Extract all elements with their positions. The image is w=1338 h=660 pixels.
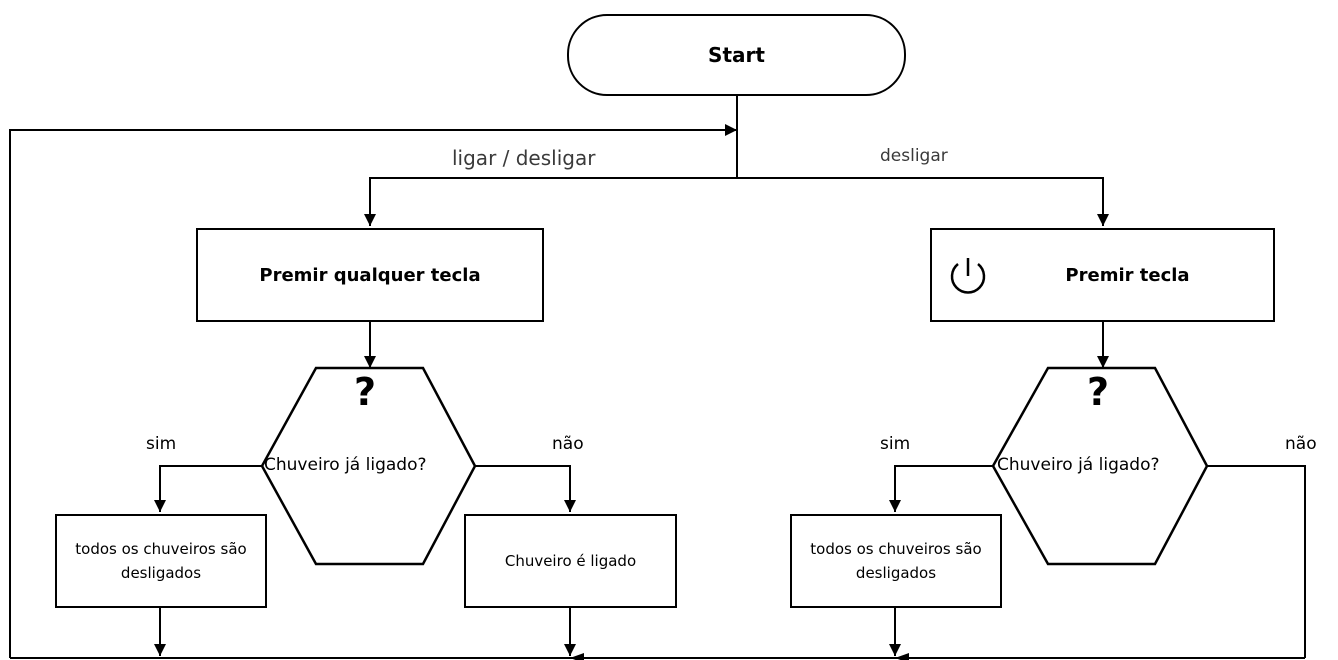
right-decision-text: Chuveiro já ligado?: [997, 455, 1160, 475]
left-action-label: Premir qualquer tecla: [259, 264, 481, 286]
right-yes-arrow: [889, 465, 993, 512]
right-no-label: não: [1285, 434, 1317, 454]
bottom-arrowhead-left: [570, 653, 584, 660]
left-yes-label: sim: [146, 434, 177, 454]
right-yes-label: sim: [880, 434, 911, 454]
bottom-arrowhead-right: [895, 653, 909, 660]
left-no-arrow: [475, 465, 576, 512]
left-yes-arrow: [154, 465, 262, 512]
right-action-box: Premir tecla: [930, 228, 1275, 322]
start-label: Start: [708, 43, 765, 67]
left-yes-result-box: todos os chuveiros são desligados: [55, 514, 267, 608]
right-branch-label: desligar: [880, 146, 948, 166]
left-decision-text: Chuveiro já ligado?: [264, 455, 427, 475]
left-yes-result-text: todos os chuveiros são desligados: [75, 540, 247, 582]
left-action-box: Premir qualquer tecla: [196, 228, 544, 322]
left-no-label: não: [552, 434, 584, 454]
left-decision-hexagon: [260, 366, 477, 566]
branch-to-left-action-arrow: [364, 177, 737, 226]
start-node: Start: [567, 14, 906, 96]
left-question-mark: ?: [354, 370, 377, 414]
right-question-mark: ?: [1087, 370, 1110, 414]
power-icon: [950, 258, 986, 294]
right-decision-hexagon: [991, 366, 1209, 566]
right-yes-result-box: todos os chuveiros são desligados: [790, 514, 1002, 608]
loop-back-arrow: [9, 124, 737, 658]
left-no-result-text: Chuveiro é ligado: [504, 552, 637, 570]
left-no-result-box: Chuveiro é ligado: [464, 514, 677, 608]
branch-to-right-action-arrow: [737, 177, 1109, 226]
right-yes-result-text: todos os chuveiros são desligados: [810, 540, 982, 582]
right-no-line: [1207, 465, 1306, 658]
right-action-label: Premir tecla: [1065, 264, 1190, 286]
left-branch-label: ligar / desligar: [452, 146, 596, 170]
